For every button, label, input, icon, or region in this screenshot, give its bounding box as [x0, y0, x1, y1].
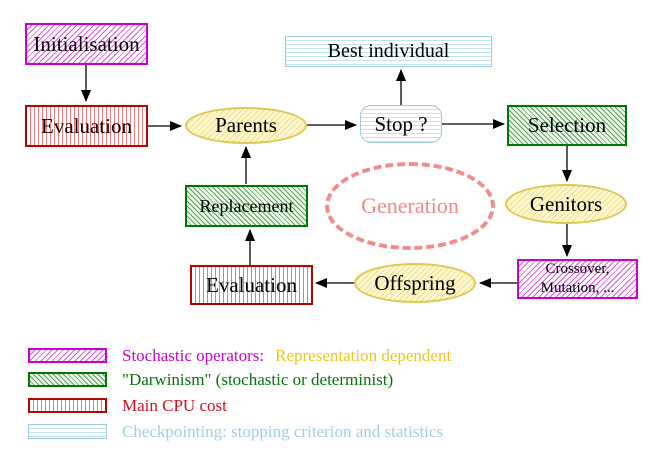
legend-swatch-stochastic-operators [28, 348, 107, 363]
generation-cycle-ellipse: Generation [325, 162, 495, 250]
node-replacement: Replacement [185, 185, 308, 227]
legend-label-representation-dependent: Representation dependent [275, 345, 452, 365]
node-initialisation-label: Initialisation [33, 31, 140, 56]
node-mutation-label: Mutation, ... [540, 280, 615, 296]
node-genitors-label: Genitors [529, 191, 603, 216]
generation-label: Generation [361, 193, 459, 218]
node-parents: Parents [185, 107, 307, 144]
node-evaluation-bottom: Evaluation [190, 265, 313, 305]
legend-label-darwinism: "Darwinism" (stochastic or determinist) [122, 369, 394, 389]
legend-label-main-cpu-cost: Main CPU cost [122, 395, 227, 415]
legend-row-main-cpu-cost: Main CPU cost [28, 395, 227, 415]
node-stop: Stop ? [360, 105, 442, 143]
node-evaluation-top-label: Evaluation [41, 113, 132, 138]
node-stop-label: Stop ? [374, 111, 428, 136]
node-offspring-label: Offspring [374, 270, 456, 295]
node-replacement-label: Replacement [199, 195, 294, 216]
node-best-individual: Best individual [285, 36, 492, 67]
node-selection-label: Selection [527, 113, 607, 138]
legend-swatch-checkpointing [28, 424, 107, 439]
node-crossover-label: Crossover, [545, 261, 610, 278]
node-initialisation: Initialisation [25, 23, 148, 65]
node-parents-label: Parents [215, 113, 277, 138]
node-best-individual-label: Best individual [327, 40, 450, 62]
node-genitors: Genitors [505, 184, 627, 224]
legend-swatch-main-cpu-cost [28, 398, 107, 413]
node-evaluation-bottom-label: Evaluation [206, 272, 297, 297]
legend-label-checkpointing: Checkpointing: stopping criterion and st… [122, 421, 444, 441]
node-evaluation-top: Evaluation [25, 105, 148, 147]
legend-row-stochastic-operators: Stochastic operators: Representation dep… [28, 345, 452, 365]
node-offspring: Offspring [354, 263, 476, 303]
node-crossover-mutation: Crossover, Mutation, ... [517, 259, 638, 299]
legend-swatch-darwinism [28, 372, 107, 387]
legend-row-checkpointing: Checkpointing: stopping criterion and st… [28, 421, 444, 441]
node-selection: Selection [507, 105, 627, 146]
legend-row-darwinism: "Darwinism" (stochastic or determinist) [28, 369, 394, 389]
legend-label-stochastic-operators: Stochastic operators: [122, 345, 265, 365]
